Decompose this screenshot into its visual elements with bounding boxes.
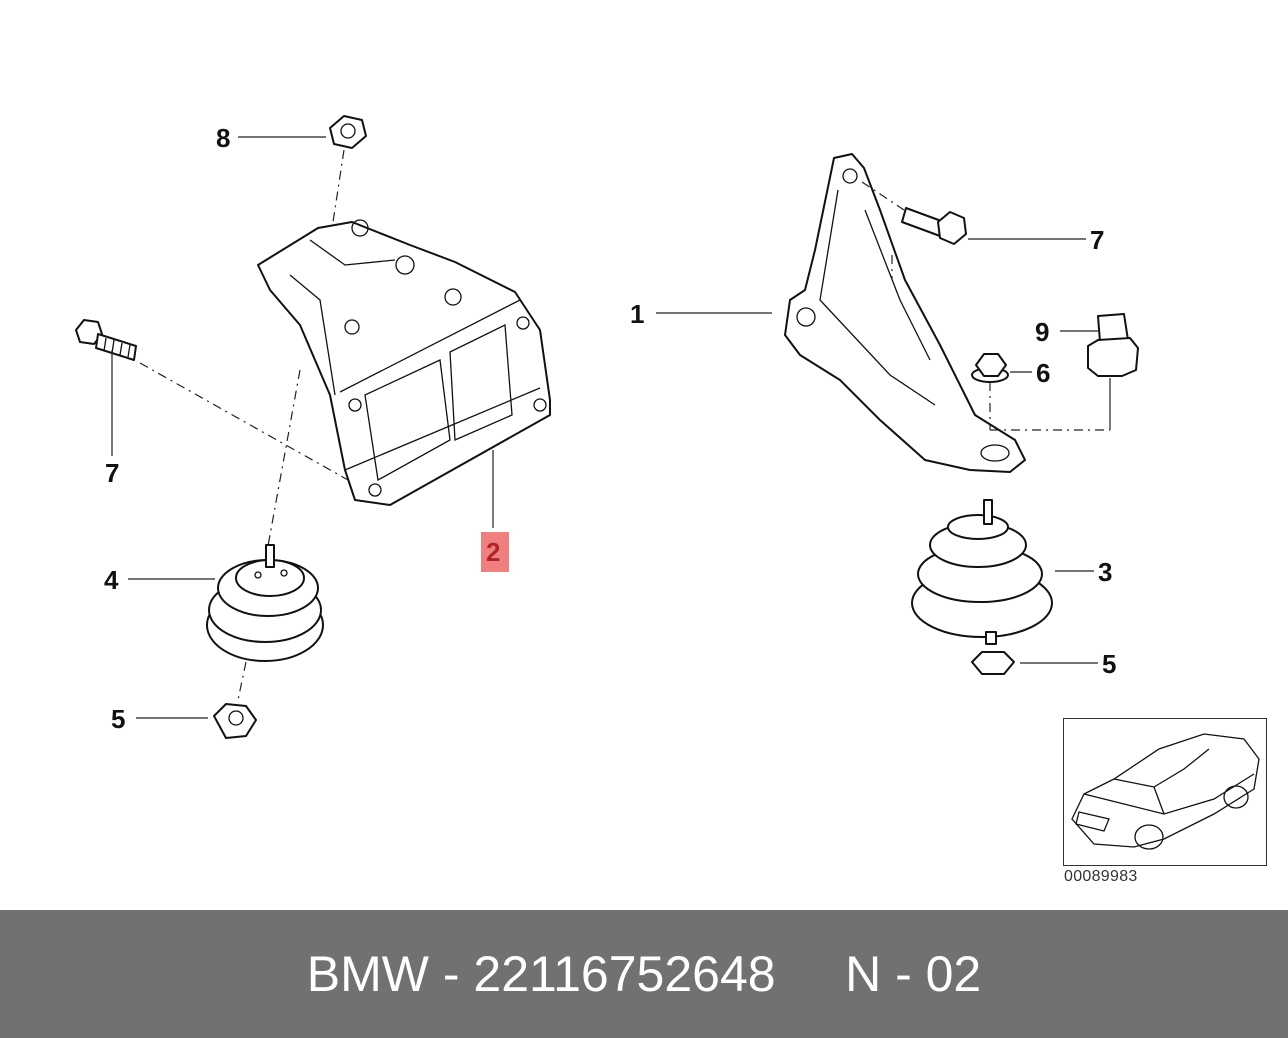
callout-5-right: 5 bbox=[1102, 649, 1116, 679]
part-caption-bar: BMW - 22116752648 N - 02 bbox=[0, 910, 1288, 1038]
position-reference: N - 02 bbox=[845, 946, 982, 1002]
highlight-part-2 bbox=[481, 532, 509, 572]
nut-part-6 bbox=[971, 353, 1009, 383]
spacer-part-9 bbox=[1087, 313, 1139, 377]
callout-9: 9 bbox=[1035, 317, 1049, 347]
engine-mount-part-4 bbox=[206, 544, 324, 662]
diagram-reference-code: 00089983 bbox=[1064, 868, 1138, 885]
nut-part-5-right bbox=[971, 651, 1015, 675]
callout-3: 3 bbox=[1098, 557, 1112, 587]
callout-7-right: 7 bbox=[1090, 225, 1104, 255]
nut-part-5-left bbox=[213, 703, 257, 739]
callout-8: 8 bbox=[216, 123, 230, 153]
engine-mount-part-3 bbox=[911, 499, 1053, 645]
inset-car-view bbox=[1063, 718, 1267, 866]
engine-bracket-part-2 bbox=[257, 219, 551, 506]
engine-bracket-part-1 bbox=[784, 153, 1026, 473]
callout-5-left: 5 bbox=[111, 704, 125, 734]
parts-diagram: 8 7 4 5 2 1 7 9 6 3 5 bbox=[75, 115, 1139, 739]
caption-gap bbox=[776, 945, 845, 1003]
brand-label: BMW bbox=[306, 946, 429, 1002]
bolt-part-7-right bbox=[901, 207, 967, 245]
callout-4: 4 bbox=[104, 565, 119, 595]
car-outline-icon bbox=[1071, 733, 1260, 850]
caption-separator: - bbox=[428, 946, 474, 1002]
part-number: 22116752648 bbox=[473, 946, 776, 1002]
callout-1: 1 bbox=[630, 299, 644, 329]
callout-6: 6 bbox=[1036, 358, 1050, 388]
callout-2: 2 bbox=[486, 537, 500, 567]
nut-part-8 bbox=[329, 115, 367, 149]
bolt-part-7-left bbox=[75, 319, 137, 361]
callout-7-left: 7 bbox=[105, 458, 119, 488]
